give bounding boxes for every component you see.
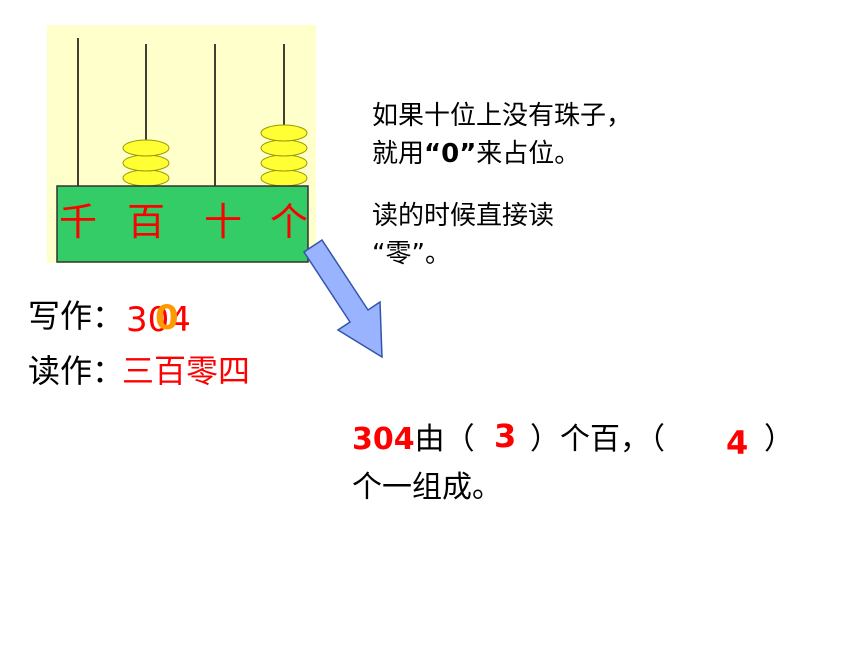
bead <box>260 169 308 187</box>
place-hundreds: 百 <box>127 200 166 244</box>
abacus-base <box>56 185 309 263</box>
composition-line2: 个一组成。 <box>352 470 502 505</box>
note-line4: “零”。 <box>372 239 451 269</box>
write-overlay-zero: 0 <box>155 298 179 338</box>
read-label: 读作： <box>28 352 125 390</box>
composition-part1: 由（ <box>414 422 475 457</box>
answer-hundreds: 3 <box>494 417 517 455</box>
note-line2: 就用“0”来占位。 <box>372 136 580 172</box>
bead <box>260 154 308 172</box>
bead <box>122 169 170 187</box>
note-line1: 如果十位上没有珠子， <box>372 101 633 131</box>
answer-ones: 4 <box>726 424 749 462</box>
place-tens: 十 <box>204 200 243 244</box>
place-ones: 个 <box>270 200 309 244</box>
bead <box>260 139 308 157</box>
write-value-a: 30 <box>126 300 170 340</box>
place-thousands: 千 <box>59 200 98 244</box>
bead <box>122 154 170 172</box>
composition-number: 304 <box>352 422 415 457</box>
composition-part3: ） <box>764 422 794 457</box>
write-value: 304 <box>126 303 191 337</box>
arrow-icon <box>302 238 383 359</box>
note-zero-quote: “0” <box>424 139 477 169</box>
note-line2-post: 来占位。 <box>476 139 581 169</box>
composition-line1: 304由（ <box>352 425 475 455</box>
read-value: 三百零四 <box>122 352 251 390</box>
note-line2-pre: 就用 <box>372 139 425 169</box>
write-value-b: 4 <box>169 300 191 340</box>
composition-part2: ）个百，（ <box>530 422 665 457</box>
write-label: 写作： <box>28 297 125 335</box>
note-line3: 读的时候直接读 <box>372 201 555 231</box>
bead <box>260 124 308 142</box>
bead <box>122 139 170 157</box>
